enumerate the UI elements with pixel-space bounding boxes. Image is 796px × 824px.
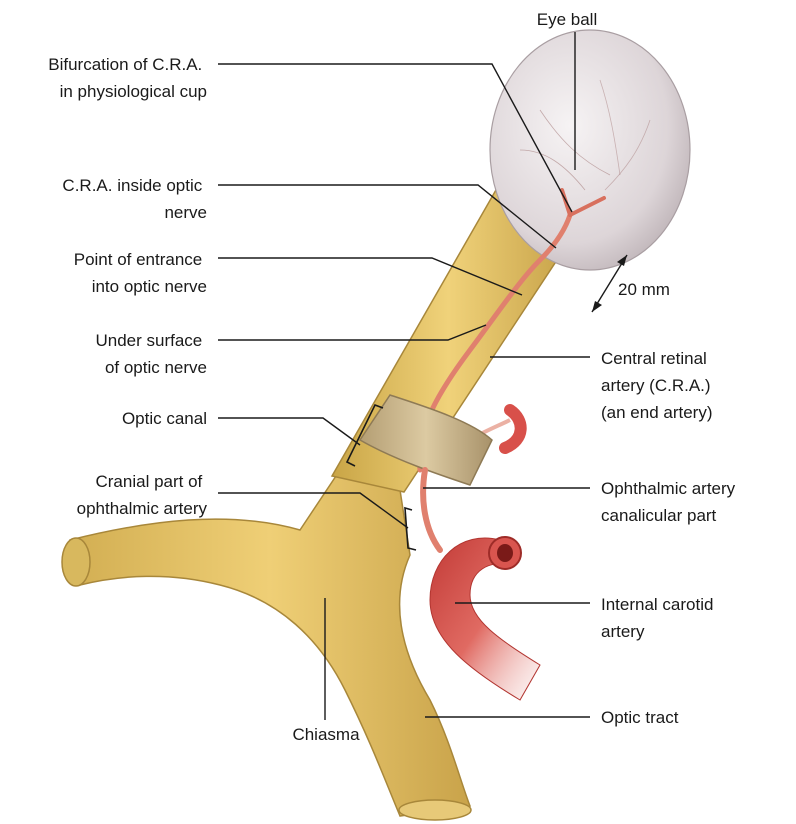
leader-optic-canal — [218, 418, 360, 445]
ophthalmic-artery-shape — [423, 470, 440, 550]
label-under-surface: Under surface of optic nerve — [95, 331, 207, 377]
eyeball-shape — [490, 30, 690, 270]
label-optic-canal: Optic canal — [122, 409, 207, 428]
label-distance: 20 mm — [618, 280, 670, 299]
label-point-entrance: Point of entrance into optic nerve — [74, 250, 207, 296]
label-eye-ball: Eye ball — [537, 10, 597, 29]
label-ophthalmic-canalicular: Ophthalmic artery canalicular part — [601, 479, 740, 525]
label-cra-inside: C.R.A. inside optic nerve — [62, 176, 207, 222]
label-cranial-part: Cranial part of ophthalmic artery — [77, 472, 208, 518]
label-internal-carotid: Internal carotid artery — [601, 595, 718, 641]
label-central-retinal: Central retinal artery (C.R.A.) (an end … — [601, 349, 715, 422]
internal-carotid-artery-shape — [430, 537, 540, 700]
label-optic-tract: Optic tract — [601, 708, 679, 727]
label-chiasma: Chiasma — [292, 725, 360, 744]
label-bifurcation: Bifurcation of C.R.A. in physiological c… — [48, 55, 207, 101]
chiasma-shape — [62, 470, 471, 820]
